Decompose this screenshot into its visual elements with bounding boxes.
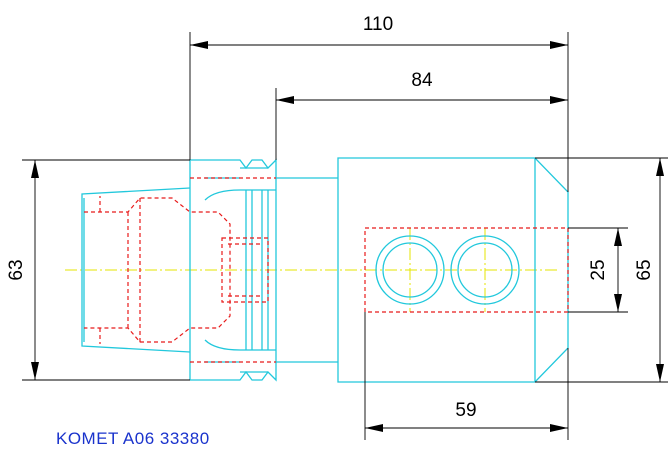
arrow-65-top bbox=[656, 158, 664, 176]
arrow-84-right bbox=[550, 96, 568, 104]
arrow-25-top bbox=[614, 228, 622, 246]
dim-label-59: 59 bbox=[455, 400, 476, 421]
flange-outline bbox=[190, 158, 277, 382]
hidden-drawbar-lines bbox=[228, 243, 262, 297]
arrow-110-right bbox=[550, 41, 568, 49]
dim-label-25: 25 bbox=[588, 259, 609, 280]
hidden-drawbar bbox=[221, 237, 269, 303]
bore-1-inner bbox=[382, 242, 438, 298]
arrow-84-left bbox=[276, 96, 294, 104]
hidden-flange-lines bbox=[190, 177, 276, 363]
taper-shank-outline bbox=[81, 187, 191, 353]
dim-label-84: 84 bbox=[411, 70, 433, 91]
centerlines bbox=[65, 228, 560, 312]
hidden-inner-steps bbox=[127, 198, 141, 342]
dimension-lines bbox=[22, 32, 668, 440]
arrow-59-right bbox=[550, 424, 568, 432]
dimension-labels: 110 84 63 25 65 59 bbox=[6, 14, 655, 421]
arrow-63-bottom bbox=[31, 362, 39, 380]
neck-outline bbox=[276, 177, 338, 363]
part-number-caption: KOMET A06 33380 bbox=[56, 429, 210, 448]
arrow-65-bottom bbox=[656, 364, 664, 382]
arrow-25-bottom bbox=[614, 294, 622, 312]
dim-label-65: 65 bbox=[634, 259, 655, 280]
bore-2-outer bbox=[450, 235, 520, 305]
arrow-59-left bbox=[365, 424, 383, 432]
bore-1-outer bbox=[375, 235, 445, 305]
bore-2-inner bbox=[457, 242, 513, 298]
arrow-63-top bbox=[31, 160, 39, 178]
dim-label-110: 110 bbox=[363, 14, 393, 35]
arrow-110-left bbox=[190, 41, 208, 49]
dim-label-63: 63 bbox=[6, 259, 27, 280]
flange-keyway-bottom bbox=[204, 339, 276, 363]
flange-keyway-top bbox=[204, 177, 276, 201]
